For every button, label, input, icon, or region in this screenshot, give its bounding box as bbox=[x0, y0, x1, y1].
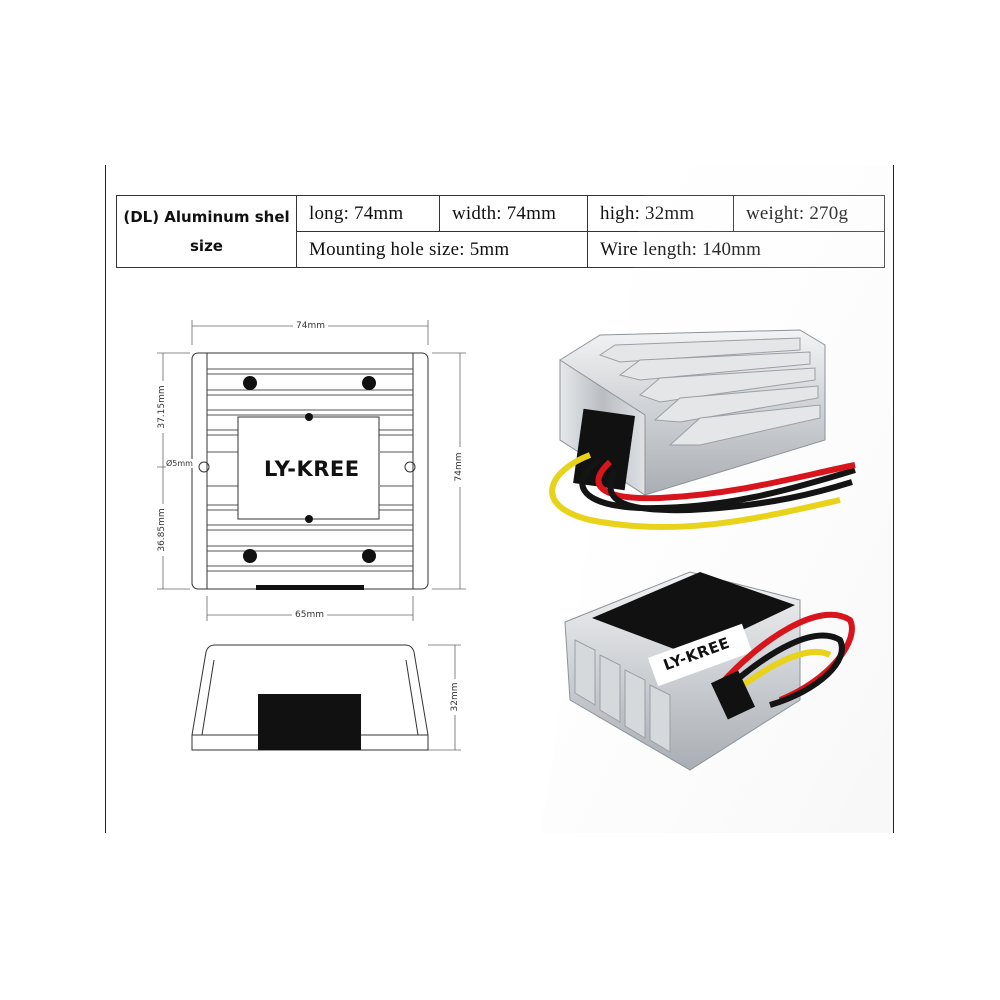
product-top-black bbox=[592, 572, 795, 655]
product-photo-bottom bbox=[564, 571, 855, 771]
side-view-drawing bbox=[191, 644, 429, 751]
dim-right-height: 74mm bbox=[454, 447, 464, 487]
top-view-drawing bbox=[191, 352, 429, 590]
dim-top-width: 74mm bbox=[293, 321, 328, 331]
spec-mounting-hole: Mounting hole size: 5mm bbox=[296, 231, 588, 268]
dim-side-height: 32mm bbox=[450, 679, 460, 715]
mounting-hole-left bbox=[198, 461, 210, 473]
right-border-line bbox=[893, 165, 894, 833]
spec-long: long: 74mm bbox=[296, 195, 440, 232]
drawing-label-text: LY-KREE bbox=[264, 457, 360, 481]
side-connector-block bbox=[258, 694, 361, 750]
spec-header-line1: (DL) Aluminum shel bbox=[123, 207, 290, 226]
spec-header-line2: size bbox=[190, 236, 223, 255]
dim-lower-offset: 36.85mm bbox=[157, 504, 167, 556]
dim-upper-offset: 37.15mm bbox=[157, 381, 167, 433]
label-area bbox=[237, 416, 380, 520]
dim-bottom-width: 65mm bbox=[292, 610, 327, 620]
dim-hole-diameter: Ø5mm bbox=[166, 459, 193, 468]
wire-yellow bbox=[549, 452, 841, 531]
left-border-line bbox=[105, 165, 106, 833]
spec-width: width: 74mm bbox=[439, 195, 588, 232]
connector-slot bbox=[256, 585, 364, 590]
spec-header-cell: (DL) Aluminum shel size bbox=[116, 195, 297, 268]
product-photo-top bbox=[549, 329, 856, 531]
side-view-outline bbox=[191, 644, 429, 751]
mounting-hole-right bbox=[404, 461, 416, 473]
screw-dots bbox=[243, 376, 376, 563]
wire-red bbox=[595, 459, 856, 502]
